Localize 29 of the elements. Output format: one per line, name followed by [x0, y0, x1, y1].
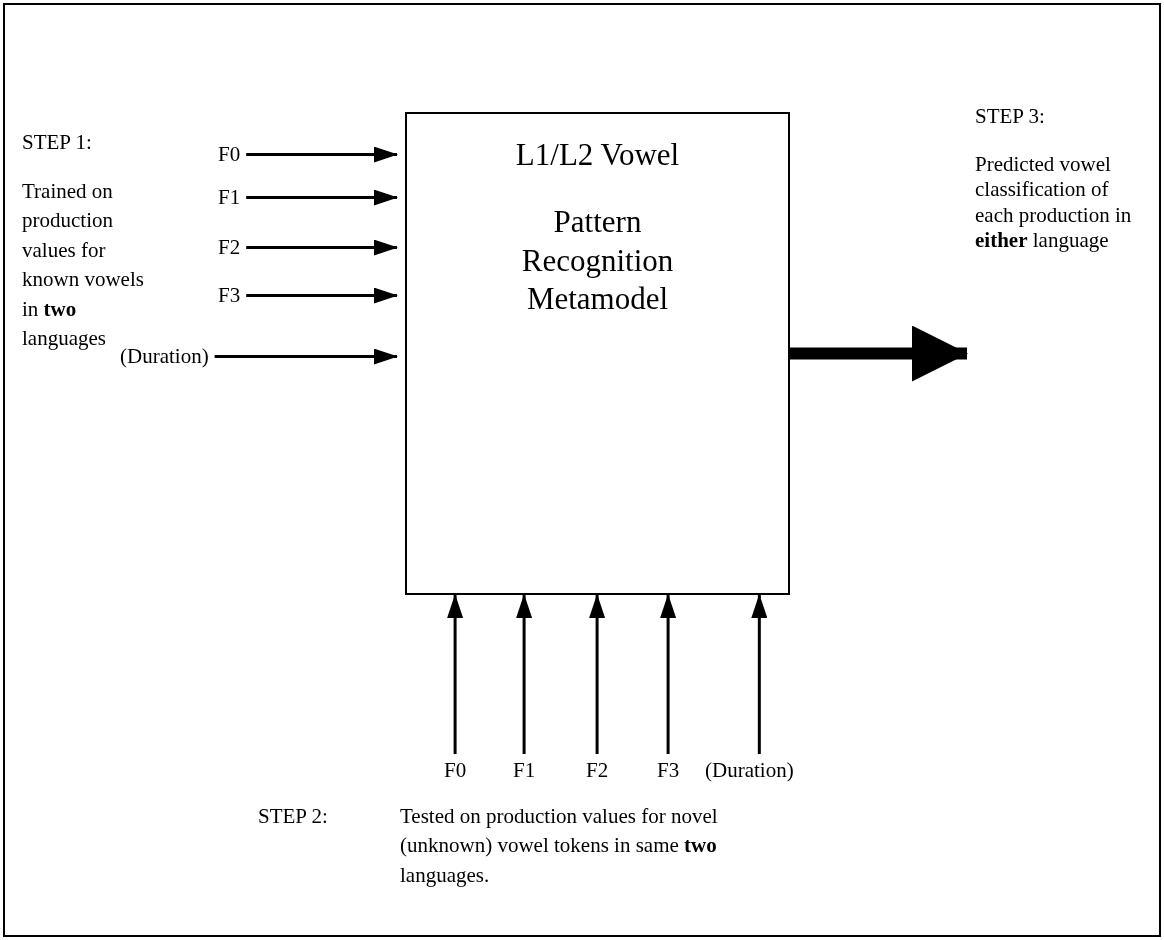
box-title: L1/L2 Vowel	[514, 136, 681, 174]
input-label: F1	[218, 185, 241, 211]
input-label: (Duration)	[705, 758, 794, 784]
arrow	[516, 594, 533, 754]
step-heading: STEP 2:	[258, 803, 328, 830]
arrow	[751, 594, 768, 754]
process-box	[405, 112, 790, 595]
input-label: F1	[513, 758, 536, 784]
arrow	[447, 594, 464, 754]
input-label: F3	[218, 283, 241, 309]
arrow	[589, 594, 606, 754]
arrow	[790, 325, 968, 382]
arrow	[246, 146, 398, 163]
step-description: Tested on production values for novel (unknown) vowel tokens in same two languages.	[400, 803, 719, 889]
input-label: F3	[657, 758, 680, 784]
arrow	[246, 189, 398, 206]
input-label: F0	[444, 758, 467, 784]
input-label: F2	[586, 758, 609, 784]
input-label: F2	[218, 235, 241, 261]
step-heading: STEP 3:	[975, 104, 1045, 130]
arrow	[246, 287, 398, 304]
arrow	[214, 348, 398, 365]
input-label: F0	[218, 142, 241, 168]
step-heading: STEP 1:	[22, 129, 92, 156]
box-text: Pattern Recognition Metamodel	[520, 202, 675, 319]
input-label: (Duration)	[120, 344, 209, 370]
arrow	[246, 239, 398, 256]
step-description: Predicted vowel classification of each production in either language	[975, 152, 1133, 253]
arrow	[660, 594, 677, 754]
